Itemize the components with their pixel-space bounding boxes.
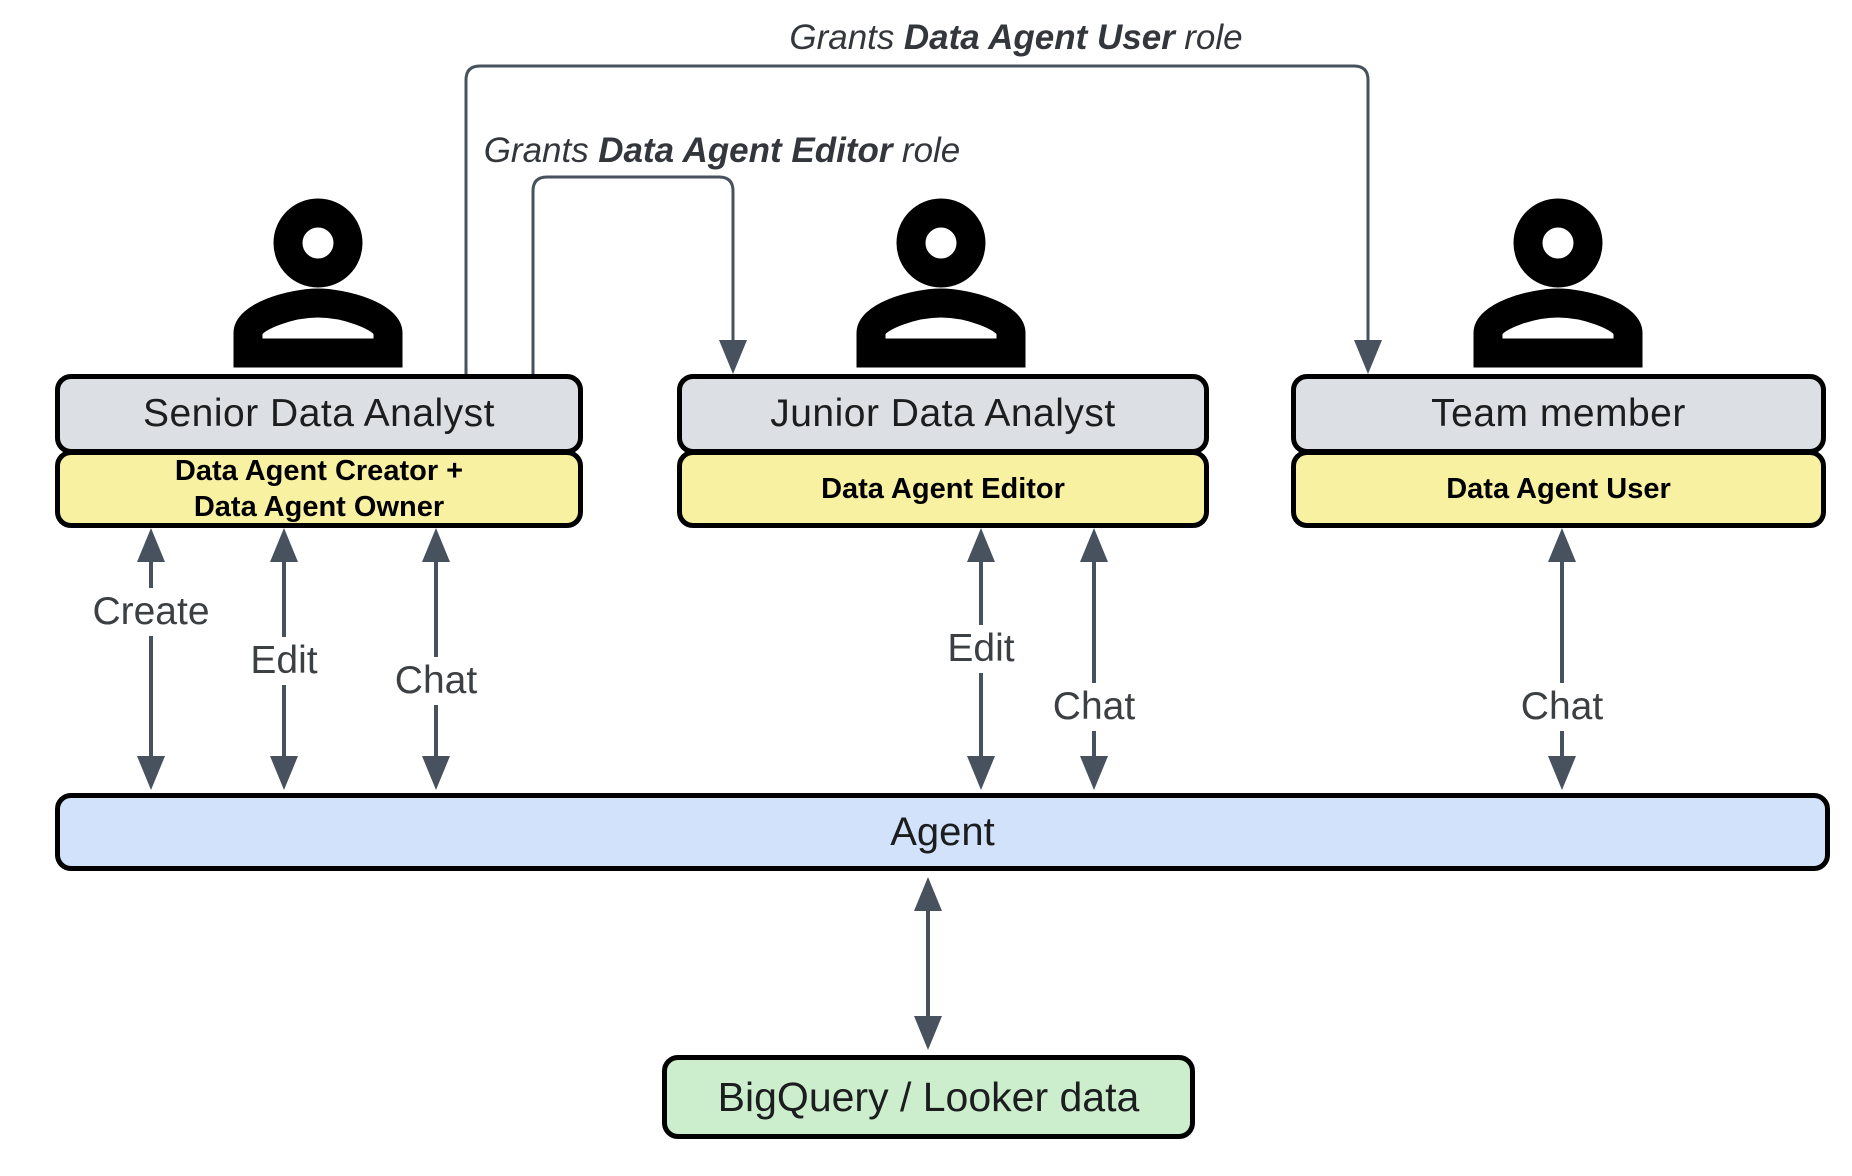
action-label-edit-junior: Edit: [939, 625, 1023, 673]
persona-title: Junior Data Analyst: [770, 392, 1116, 435]
arrowhead: [1080, 756, 1108, 790]
action-label-chat-team: Chat: [1512, 683, 1612, 731]
arrowhead: [914, 1016, 942, 1050]
persona-box-senior: Senior Data Analyst: [55, 374, 583, 454]
arrowhead: [1080, 528, 1108, 562]
person-icon: [233, 198, 403, 368]
role-label: Data Agent Owner: [193, 491, 445, 523]
annotation-role-name: Data Agent User: [903, 18, 1175, 57]
arrowhead: [270, 756, 298, 790]
role-box-team: Data Agent User: [1291, 450, 1826, 528]
arrowhead: [137, 756, 165, 790]
arrowhead: [914, 877, 942, 911]
arrowhead: [270, 528, 298, 562]
arrowhead: [1548, 528, 1576, 562]
role-label: Data Agent Editor: [821, 473, 1065, 505]
datastore-label: BigQuery / Looker data: [717, 1073, 1140, 1120]
person-icon: [856, 198, 1026, 368]
role-box-senior: Data Agent Creator + Data Agent Owner: [55, 450, 583, 528]
grant-user-path: [464, 64, 1370, 374]
person-icon: [1473, 198, 1643, 368]
annotation-text: Grants: [789, 18, 895, 57]
arrowhead: [967, 756, 995, 790]
arrowhead: [967, 528, 995, 562]
arrowhead: [719, 340, 747, 374]
action-label-chat-senior: Chat: [386, 657, 486, 705]
arrowhead: [1548, 756, 1576, 790]
annotation-text: role: [901, 131, 961, 170]
persona-title: Senior Data Analyst: [142, 392, 496, 435]
arrowhead: [422, 528, 450, 562]
grant-editor-path: [531, 175, 735, 374]
arrowhead: [137, 528, 165, 562]
datastore-box: BigQuery / Looker data: [662, 1055, 1195, 1139]
persona-title: Team member: [1431, 392, 1686, 435]
annotation-text: role: [1184, 18, 1243, 57]
arrowhead: [1354, 340, 1382, 374]
action-label-chat-junior: Chat: [1044, 683, 1144, 731]
role-label: Data Agent User: [1446, 473, 1671, 505]
action-label-create: Create: [84, 588, 218, 636]
agent-label: Agent: [890, 809, 995, 854]
role-box-junior: Data Agent Editor: [677, 450, 1209, 528]
action-label-edit-senior: Edit: [242, 637, 326, 685]
role-label: Data Agent Creator +: [174, 455, 464, 487]
agent-box: Agent: [55, 793, 1830, 871]
arrowhead: [422, 756, 450, 790]
annotation-text: Grants: [483, 131, 589, 170]
persona-box-team: Team member: [1291, 374, 1826, 454]
annotation-role-name: Data Agent Editor: [598, 131, 893, 170]
